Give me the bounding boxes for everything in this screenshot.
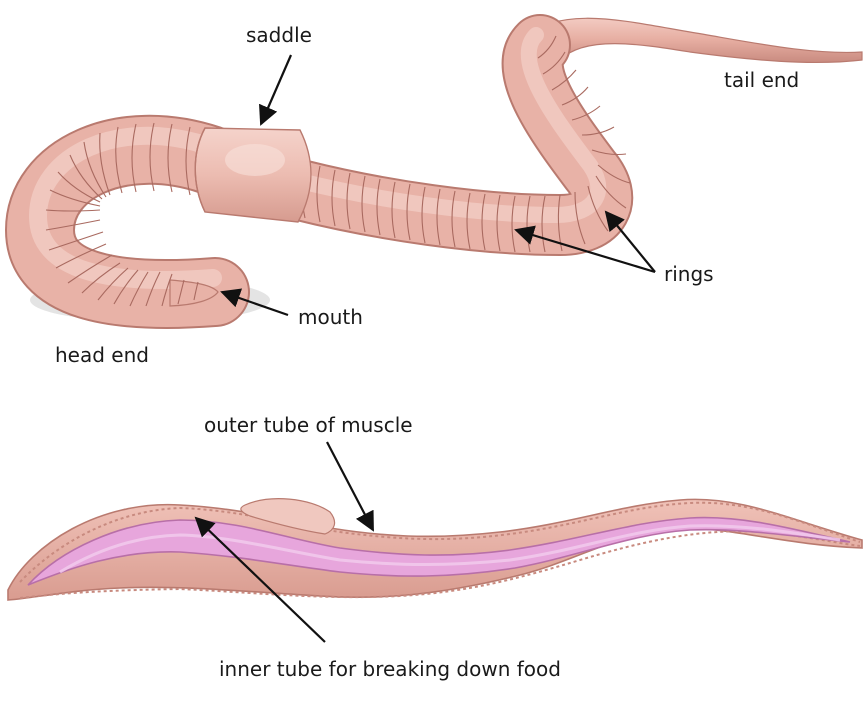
saddle-arrow (261, 55, 291, 124)
bottom-worm (8, 499, 862, 600)
saddle-label: saddle (246, 23, 312, 47)
tail-end-label: tail end (724, 68, 799, 92)
worm-tail (520, 18, 862, 62)
outer-tube-arrow (327, 442, 373, 530)
inner-tube-label: inner tube for breaking down food (219, 657, 561, 681)
head-end-label: head end (55, 343, 149, 367)
top-worm (30, 18, 862, 322)
rings-arrow-2 (606, 212, 655, 272)
rings-label: rings (664, 262, 714, 286)
outer-tube-label: outer tube of muscle (204, 413, 413, 437)
mouth-label: mouth (298, 305, 363, 329)
